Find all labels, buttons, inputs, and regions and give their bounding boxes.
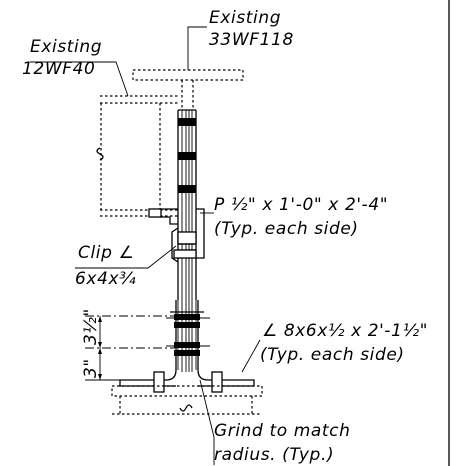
label-grind-line2: radius. (Typ.) bbox=[214, 445, 334, 465]
existing-33wf118-beam bbox=[132, 69, 244, 110]
label-clip-line2: 6x4x¾ bbox=[75, 269, 136, 289]
label-existing-top-line2: 33WF118 bbox=[209, 30, 294, 50]
dimension-lines bbox=[85, 315, 175, 381]
label-existing-top-line1: Existing bbox=[209, 8, 281, 28]
column-post bbox=[177, 109, 197, 300]
label-plate-line2: (Typ. each side) bbox=[214, 219, 359, 239]
label-existing-left-line1: Existing bbox=[30, 37, 102, 57]
label-clip-line1: Clip ∠ bbox=[78, 243, 134, 263]
label-angle-line1: ∠ 8x6x½ x 2'-1½" bbox=[262, 321, 428, 341]
clip-angle bbox=[148, 208, 205, 263]
leader-lines bbox=[30, 26, 261, 465]
label-plate-line1: P ½" x 1'-0" x 2'-4" bbox=[214, 195, 388, 215]
label-grind-line1: Grind to match bbox=[214, 421, 351, 441]
dimension-lower: 3" bbox=[81, 358, 101, 378]
bolt-bands-upper bbox=[178, 118, 196, 193]
label-existing-left-line2: 12WF40 bbox=[22, 59, 95, 79]
lower-connection bbox=[119, 300, 255, 393]
dimension-upper: 3½" bbox=[81, 308, 101, 345]
existing-12wf40-beam bbox=[96, 95, 180, 217]
base-existing bbox=[111, 385, 263, 415]
label-angle-line2: (Typ. each side) bbox=[260, 345, 405, 365]
